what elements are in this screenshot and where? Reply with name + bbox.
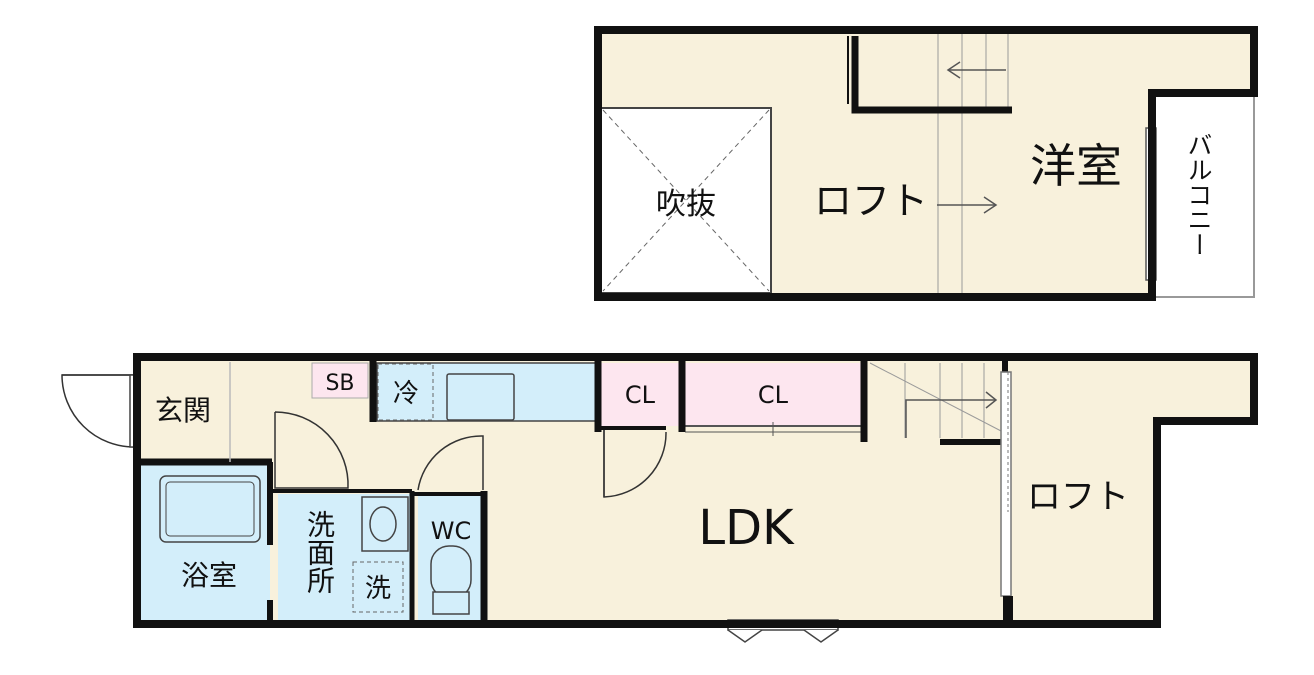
washer-box: [352, 561, 404, 613]
label-shoe-box: SB: [325, 371, 354, 396]
lower-floor: [61, 353, 1258, 643]
label-closet-2: CL: [758, 381, 789, 409]
label-washroom: 洗面所: [303, 510, 336, 594]
closet-1-area: [600, 363, 680, 426]
loft-partition: [1000, 371, 1012, 597]
closet-2-area: [685, 363, 861, 426]
fridge-box: [377, 363, 434, 421]
label-closet-1: CL: [625, 381, 656, 409]
label-fukinuke: 吹抜: [656, 187, 716, 222]
void-cross-2: [602, 109, 770, 292]
upper-stair: [937, 34, 1009, 296]
lower-floor-area: [137, 357, 1254, 624]
balcony-area: [1151, 94, 1255, 298]
upper-inner-wall: [851, 36, 1012, 114]
bathtub: [159, 475, 261, 543]
basin-bowl: [369, 506, 397, 542]
label-entrance: 玄関: [155, 394, 211, 427]
upper-floor: [594, 26, 1258, 301]
label-toilet: WC: [431, 517, 472, 545]
toilet-bowl: [430, 545, 472, 599]
wash-basin: [361, 496, 409, 552]
stair-arrow-up: [946, 61, 1006, 79]
lower-outer-wall: [133, 353, 1258, 628]
stair-arrow-right: [937, 196, 998, 214]
label-fridge: 冷: [393, 379, 419, 409]
void-cross-1: [602, 109, 770, 292]
label-lower-loft: ロフト: [1027, 477, 1129, 517]
label-washer: 洗: [365, 574, 391, 604]
upper-outer-wall: [594, 26, 1258, 301]
label-western-room: 洋室: [1030, 139, 1122, 193]
shoe-box-area: [311, 362, 369, 399]
kitchen-sink: [446, 373, 515, 421]
label-upper-loft: ロフト: [814, 179, 928, 223]
label-balcony: バルコニー: [1184, 132, 1213, 257]
bathtub-inner: [165, 481, 255, 537]
lower-stair-arrow: [905, 391, 998, 438]
label-bathroom: 浴室: [181, 559, 237, 592]
doors: [61, 374, 667, 498]
label-ldk: LDK: [698, 500, 795, 556]
loft-wall: [1003, 596, 1013, 624]
toilet-tank: [432, 591, 470, 615]
